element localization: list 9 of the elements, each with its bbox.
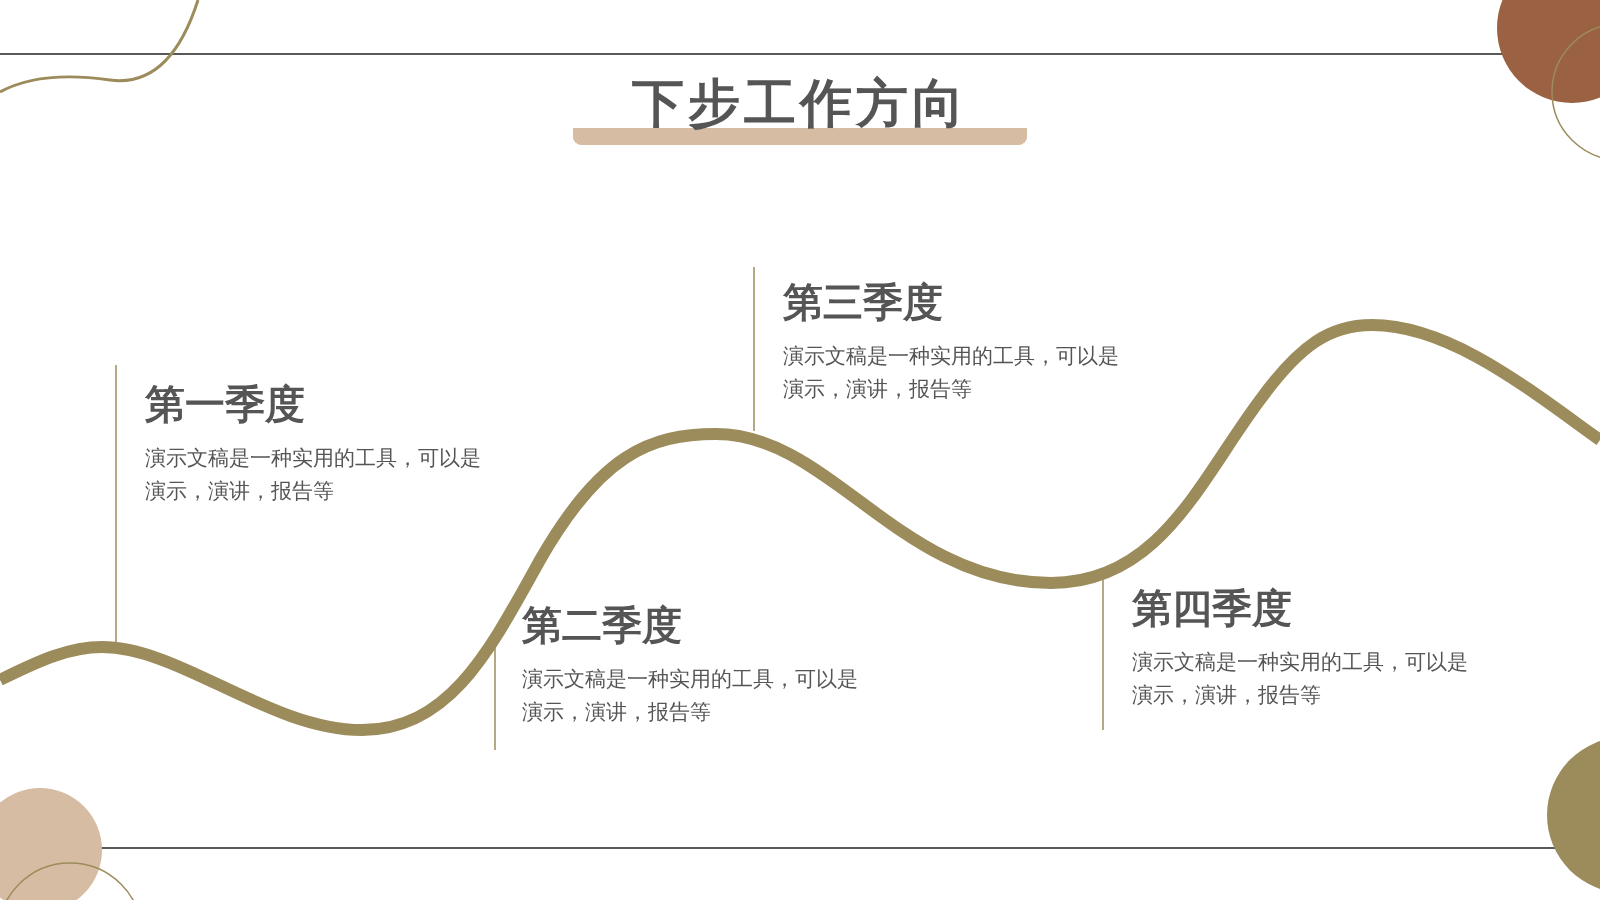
- quarter-heading: 第二季度: [522, 601, 682, 650]
- quarter-description: 演示文稿是一种实用的工具，可以是演示，演讲，报告等: [522, 666, 859, 726]
- quarter-description: 演示文稿是一种实用的工具，可以是演示，演讲，报告等: [1132, 649, 1469, 709]
- quarter-heading: 第一季度: [145, 380, 305, 429]
- quarter-description: 演示文稿是一种实用的工具，可以是演示，演讲，报告等: [783, 343, 1120, 403]
- title: 下步工作方向: [573, 72, 1027, 145]
- quarter-description: 演示文稿是一种实用的工具，可以是演示，演讲，报告等: [145, 445, 482, 505]
- quarter-heading: 第四季度: [1132, 584, 1292, 633]
- quarter-heading: 第三季度: [783, 278, 943, 327]
